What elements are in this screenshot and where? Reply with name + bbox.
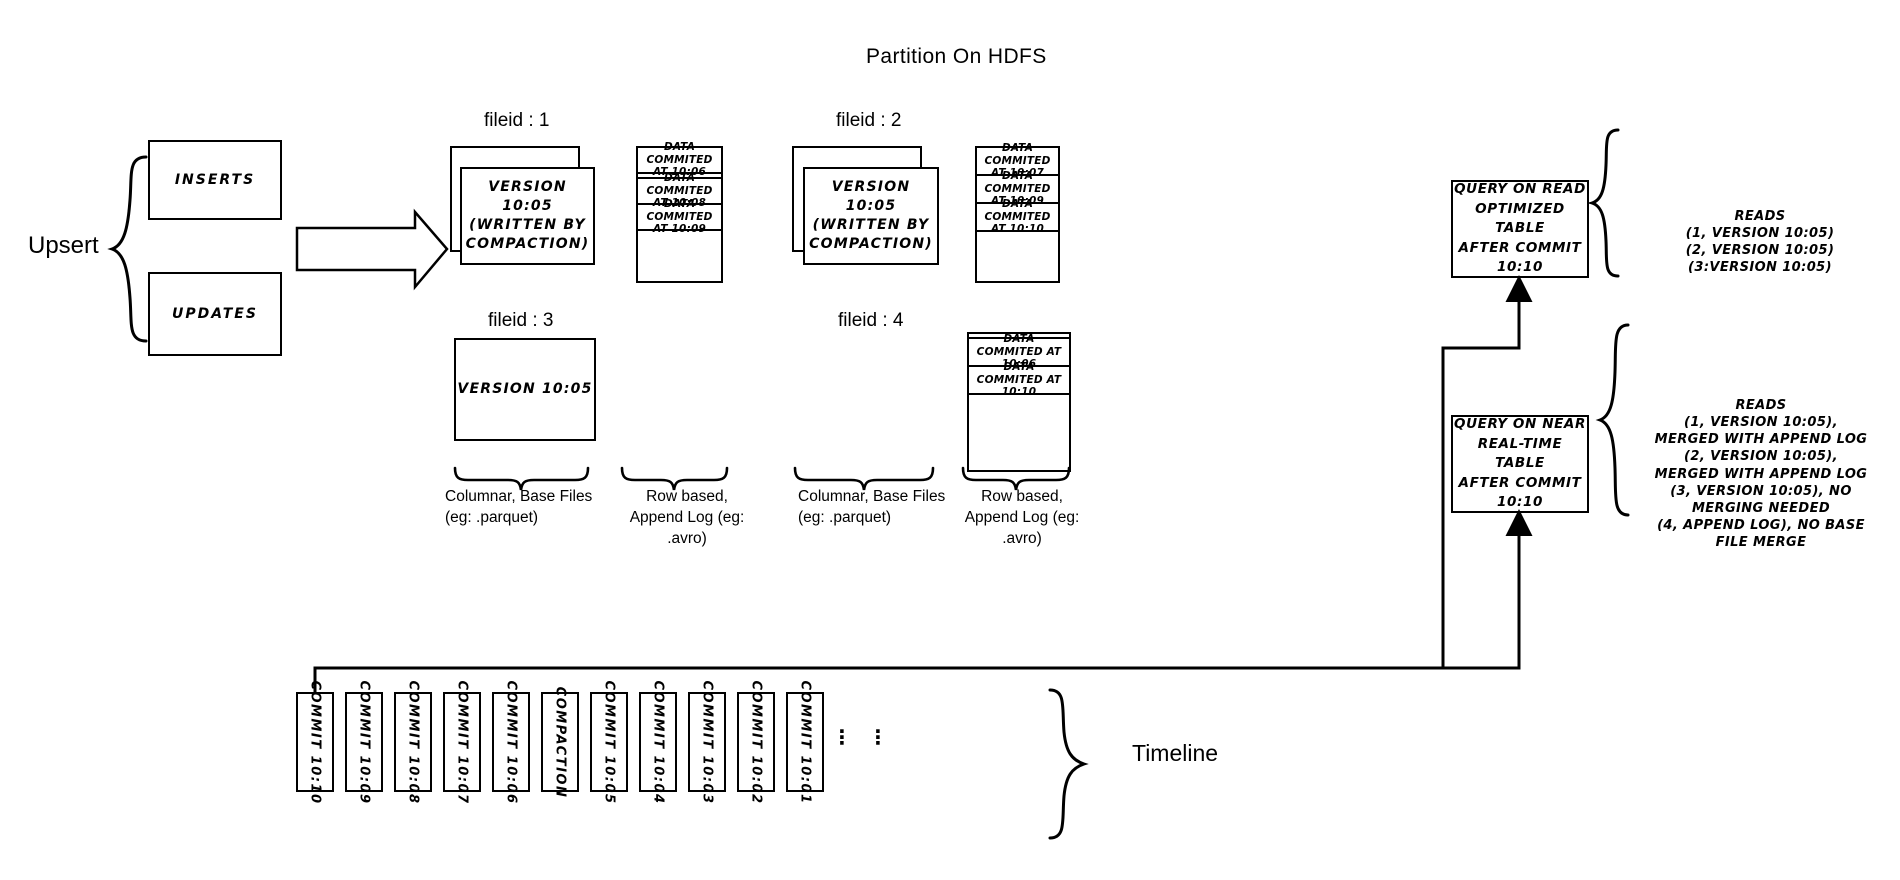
- caption-columnar-1: Columnar, Base Files (eg: .parquet): [445, 488, 593, 526]
- timeline-item[interactable]: COMMIT 10:02: [737, 680, 775, 804]
- timeline-item[interactable]: COMMIT 10:05: [590, 680, 628, 804]
- timeline-item-label: COMPACTION: [552, 686, 568, 798]
- brace-reads-read-optimized: [1586, 128, 1620, 278]
- inserts-label: INSERTS: [174, 171, 256, 188]
- log-entry: DATA COMMITED AT 10:10: [969, 361, 1069, 398]
- log-gap: [969, 334, 1069, 339]
- append-log-1[interactable]: DATA COMMITED AT 10:06 DATA COMMITED AT …: [636, 141, 723, 283]
- timeline-item-label: COMMIT 10:08: [405, 679, 421, 805]
- log-entry: DATA COMMITED AT 10:09: [638, 198, 721, 235]
- connector-timeline-to-near-realtime: [313, 509, 1533, 692]
- query-near-realtime-box[interactable]: QUERY ON NEAR REAL-TIME TABLE AFTER COMM…: [1451, 415, 1589, 513]
- caption-columnar-2: Columnar, Base Files (eg: .parquet): [798, 488, 946, 526]
- timeline-ellipsis-2: ⋮: [868, 725, 888, 749]
- timeline-item-label: COMMIT 10:04: [650, 679, 666, 805]
- brace-reads-near-realtime: [1595, 323, 1630, 517]
- commit-arrow-label: Commit 10:10: [320, 238, 420, 255]
- base-file-label-3: VERSION 10:05: [457, 381, 593, 398]
- base-file-label-2: VERSION 10:05 (WRITTEN BY COMPACTION): [809, 179, 933, 252]
- log-empty-space: [638, 231, 721, 280]
- timeline-item-label: COMMIT 10:03: [699, 679, 715, 805]
- timeline-item-label: COMMIT 10:06: [503, 679, 519, 805]
- brace-timeline: [1048, 688, 1089, 840]
- base-file-box-2[interactable]: VERSION 10:05 (WRITTEN BY COMPACTION): [803, 167, 939, 265]
- upsert-brace: [107, 155, 148, 343]
- timeline-item[interactable]: COMMIT 10:09: [345, 680, 383, 804]
- timeline-ellipsis-1: ⋮: [832, 725, 852, 749]
- timeline-label: Timeline: [1132, 740, 1219, 766]
- query-read-optimized-label: QUERY ON READ OPTIMIZED TABLE AFTER COMM…: [1454, 181, 1586, 276]
- page-title: Partition On HDFS: [866, 45, 1047, 68]
- timeline-item[interactable]: COMMIT 10:03: [688, 680, 726, 804]
- timeline-item[interactable]: COMPACTION: [541, 686, 579, 798]
- timeline-item-label: COMMIT 10:10: [307, 679, 323, 805]
- base-file-box-1[interactable]: VERSION 10:05 (WRITTEN BY COMPACTION): [460, 167, 595, 265]
- base-file-box-3[interactable]: VERSION 10:05: [454, 338, 596, 441]
- fileid-label-4: fileid : 4: [838, 310, 904, 331]
- timeline-item-label: COMMIT 10:09: [356, 679, 372, 805]
- query-near-realtime-label: QUERY ON NEAR REAL-TIME TABLE AFTER COMM…: [1454, 416, 1586, 511]
- fileid-label-1: fileid : 1: [484, 110, 550, 131]
- fileid-label-2: fileid : 2: [836, 110, 902, 131]
- timeline-item[interactable]: COMMIT 10:04: [639, 680, 677, 804]
- updates-box[interactable]: UPDATES: [148, 272, 282, 356]
- query-read-optimized-box[interactable]: QUERY ON READ OPTIMIZED TABLE AFTER COMM…: [1451, 180, 1589, 278]
- caption-rowbased-1: Row based, Append Log (eg: .avro): [629, 488, 745, 547]
- reads-near-realtime: READS (1, VERSION 10:05), MERGED WITH AP…: [1654, 398, 1868, 551]
- timeline-item-label: COMMIT 10:05: [601, 679, 617, 805]
- append-log-4[interactable]: DATA COMMITED AT 10:06 DATA COMMITED AT …: [967, 332, 1071, 472]
- timeline-item[interactable]: COMMIT 10:01: [786, 680, 824, 804]
- timeline-item[interactable]: COMMIT 10:06: [492, 680, 530, 804]
- upsert-label: Upsert: [28, 232, 99, 259]
- caption-rowbased-2: Row based, Append Log (eg: .avro): [964, 488, 1080, 547]
- timeline-item[interactable]: COMMIT 10:10: [296, 680, 334, 804]
- timeline-item-label: COMMIT 10:07: [454, 679, 470, 805]
- log-empty-space: [977, 232, 1058, 280]
- timeline-item-label: COMMIT 10:01: [797, 679, 813, 805]
- fileid-label-3: fileid : 3: [488, 310, 554, 331]
- timeline-item-label: COMMIT 10:02: [748, 679, 764, 805]
- timeline-item[interactable]: COMMIT 10:07: [443, 680, 481, 804]
- timeline-item[interactable]: COMMIT 10:08: [394, 680, 432, 804]
- log-entry: DATA COMMITED AT 10:06: [638, 141, 721, 178]
- log-gap: [638, 174, 721, 179]
- log-empty-space: [969, 395, 1069, 469]
- updates-label: UPDATES: [172, 305, 258, 322]
- append-log-2[interactable]: DATA COMMITED AT 10:07 DATA COMMITED AT …: [975, 142, 1060, 283]
- base-file-label-1: VERSION 10:05 (WRITTEN BY COMPACTION): [465, 179, 590, 252]
- inserts-box[interactable]: INSERTS: [148, 140, 282, 220]
- reads-read-optimized: READS (1, VERSION 10:05) (2, VERSION 10:…: [1685, 209, 1835, 276]
- log-entry: DATA COMMITED AT 10:10: [977, 198, 1058, 235]
